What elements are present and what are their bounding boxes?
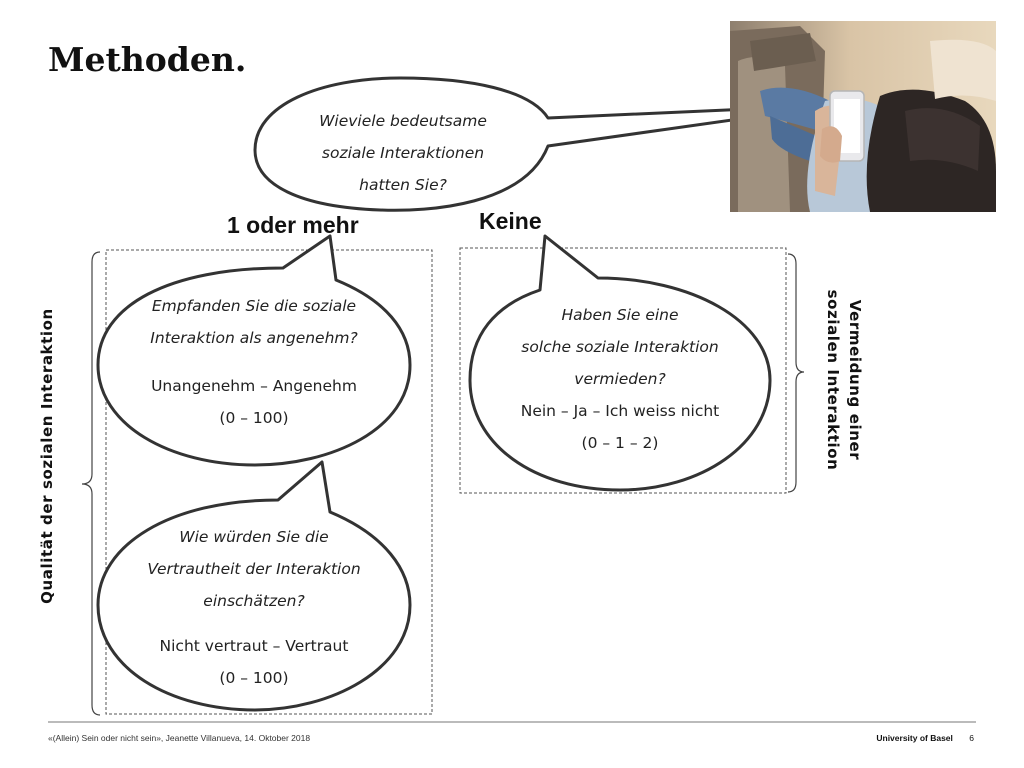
vertical-label-quality: Qualität der sozialen Interaktion [38, 308, 56, 604]
bubble-avoid-text: Haben Sie eine solche soziale Interaktio… [470, 299, 770, 459]
left-dashed-box [105, 249, 433, 715]
avoid-question-line: solche soziale Interaktion [521, 338, 719, 356]
pleasant-question-line: Empfanden Sie die soziale [151, 297, 357, 315]
bubble-pleasant-text: Empfanden Sie die soziale Interaktion al… [104, 290, 404, 434]
spacer [104, 617, 404, 630]
top-question-bubble [253, 76, 840, 212]
familiar-question-line: einschätzen? [203, 592, 305, 610]
top-question-line: Wieviele bedeutsame [319, 112, 487, 130]
left-bracket [81, 251, 101, 716]
top-question-line: soziale Interaktionen [321, 144, 485, 162]
familiar-scale-label: Nicht vertraut – Vertraut [159, 637, 349, 655]
spacer [104, 354, 404, 370]
top-question-line: hatten Sie? [359, 176, 447, 194]
right-bracket [787, 253, 805, 493]
pleasant-question-line: Interaktion als angenehm? [150, 329, 358, 347]
top-question-text: Wieviele bedeutsame soziale Interaktione… [262, 105, 544, 201]
vertical-label-avoidance: Vermeidung einer sozialen Interaktion [822, 230, 866, 530]
vertical-label-avoidance-line1: Vermeidung einer [846, 299, 864, 461]
avoid-scale-label: Nein – Ja – Ich weiss nicht [520, 402, 720, 420]
footer-citation: «(Allein) Sein oder nicht sein», Jeanett… [48, 733, 311, 743]
vertical-label-avoidance-line2: sozialen Interaktion [824, 289, 842, 471]
familiar-question-line: Vertrautheit der Interaktion [147, 560, 361, 578]
familiar-question-line: Wie würden Sie die [179, 528, 329, 546]
branch-label-one-or-more: 1 oder mehr [227, 212, 359, 238]
bubble-familiar-text: Wie würden Sie die Vertrautheit der Inte… [104, 521, 404, 694]
right-dashed-box [459, 247, 787, 494]
slide-title: Methoden. [48, 40, 247, 79]
avoid-question-line: vermieden? [574, 370, 666, 388]
bubble-familiar [96, 460, 412, 712]
photo-person-with-smartphone [730, 21, 996, 212]
pleasant-scale-range: (0 – 100) [219, 409, 289, 427]
familiar-scale-range: (0 – 100) [219, 669, 289, 687]
bubble-pleasant [96, 234, 412, 467]
pleasant-scale-label: Unangenehm – Angenehm [151, 377, 357, 395]
avoid-scale-range: (0 – 1 – 2) [581, 434, 659, 452]
footer-university: University of Basel [876, 733, 953, 743]
branch-label-none: Keine [479, 208, 542, 234]
footer-right: University of Basel 6 [876, 733, 974, 743]
avoid-question-line: Haben Sie eine [561, 306, 679, 324]
footer-page-number: 6 [969, 733, 974, 743]
bubble-avoid [468, 234, 772, 492]
